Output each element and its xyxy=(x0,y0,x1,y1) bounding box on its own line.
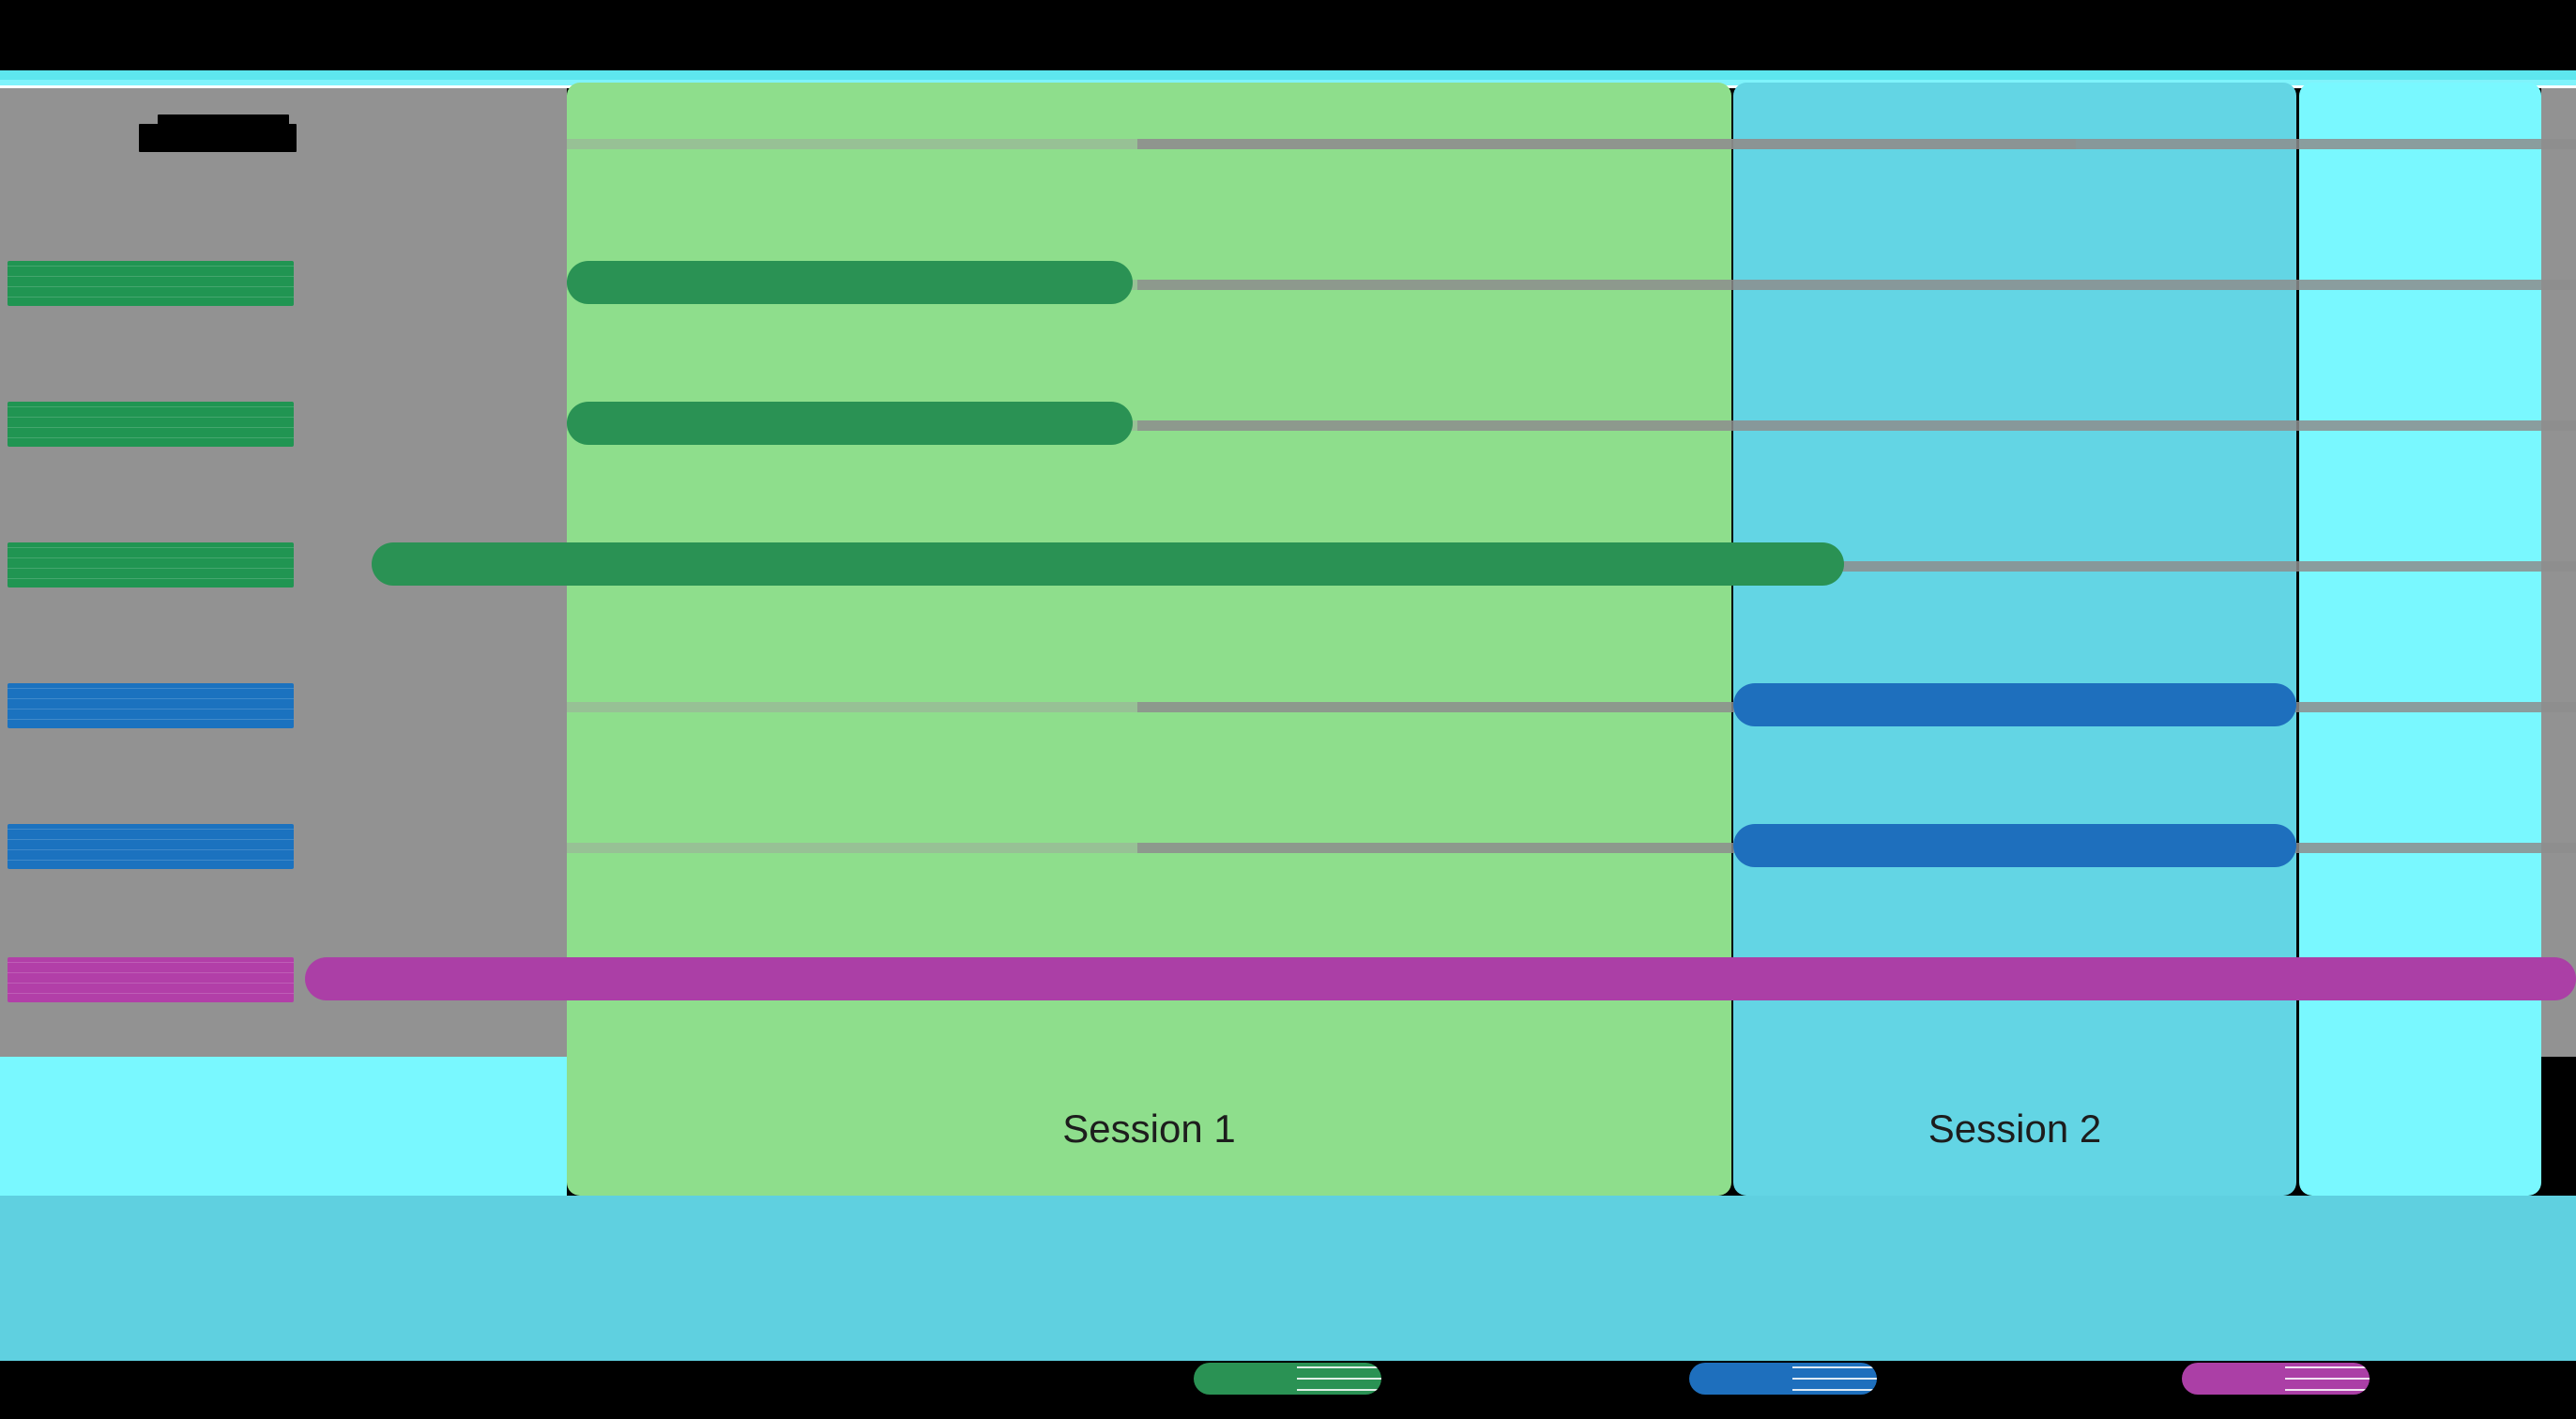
gridline-row-4 xyxy=(567,702,1137,712)
legend-swatch-green[interactable] xyxy=(1194,1363,1381,1395)
task-bar-0[interactable] xyxy=(567,261,1133,304)
y-axis-label-1[interactable] xyxy=(8,402,294,447)
legend-swatch-magenta[interactable] xyxy=(2182,1363,2370,1395)
task-bar-5[interactable] xyxy=(305,957,2576,1000)
y-axis-label-3[interactable] xyxy=(8,683,294,728)
gridline-row-3b xyxy=(1137,561,2576,572)
session-band-2 xyxy=(1733,83,2296,1196)
footer-strip-upper xyxy=(0,1057,567,1196)
task-bar-3[interactable] xyxy=(1733,683,2296,726)
gridline-row-2b xyxy=(1137,420,2576,431)
footer-strip-main xyxy=(0,1196,2576,1361)
y-axis-label-4-text xyxy=(8,824,294,869)
y-axis-label-1-text xyxy=(8,402,294,447)
session-band-3 xyxy=(2299,83,2541,1196)
y-axis-label-0[interactable] xyxy=(8,261,294,306)
top-accent-rule-1 xyxy=(0,70,2576,80)
chart-title-redacted-2 xyxy=(139,124,297,152)
y-axis-label-4[interactable] xyxy=(8,824,294,869)
y-axis-label-5-text xyxy=(8,957,294,1002)
gridline-row-5 xyxy=(567,843,1137,853)
task-bar-4[interactable] xyxy=(1733,824,2296,867)
task-bar-2[interactable] xyxy=(372,542,1844,586)
session-1-caption: Session 1 xyxy=(1062,1106,1236,1151)
legend-swatch-blue[interactable] xyxy=(1689,1363,1877,1395)
session-2-caption: Session 2 xyxy=(1928,1106,2102,1151)
plot-panel-right xyxy=(2541,88,2576,1057)
gridline-row-0b xyxy=(1137,139,2576,149)
y-axis-label-2-text xyxy=(8,542,294,587)
y-axis-label-0-text xyxy=(8,261,294,306)
task-bar-1[interactable] xyxy=(567,402,1133,445)
y-axis-label-3-text xyxy=(8,683,294,728)
gridline-row-1b xyxy=(1137,280,2576,290)
y-axis-label-2[interactable] xyxy=(8,542,294,587)
y-axis-label-5[interactable] xyxy=(8,957,294,1002)
session-band-1 xyxy=(567,83,1731,1196)
